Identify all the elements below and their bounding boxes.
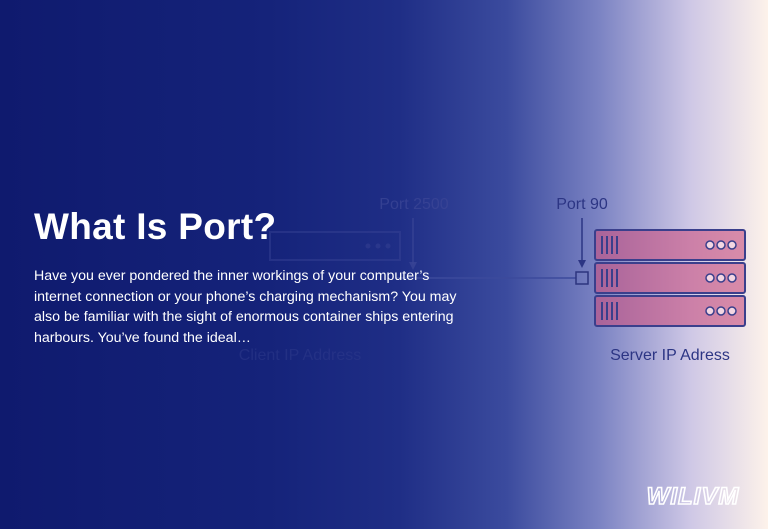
server-label: Server IP Adress xyxy=(610,347,730,364)
client-port-label: Port 2500 xyxy=(379,196,448,213)
server-port-label: Port 90 xyxy=(556,196,608,213)
server-port-box xyxy=(575,271,589,285)
brand-logo-text: WILIVM xyxy=(647,483,740,510)
client-port-arrowhead xyxy=(409,262,417,270)
brand-logo-icon[interactable]: WILIVM xyxy=(638,480,748,512)
server-unit xyxy=(594,262,746,294)
server-unit xyxy=(594,229,746,261)
client-label: Client IP Address xyxy=(239,347,361,364)
server-port-arrowhead xyxy=(578,260,586,268)
server-rack-icon xyxy=(594,229,746,327)
page-title: What Is Port? xyxy=(34,206,277,247)
article-excerpt: Have you ever pondered the inner working… xyxy=(34,268,457,346)
server-unit xyxy=(594,295,746,327)
client-computer xyxy=(269,231,401,261)
